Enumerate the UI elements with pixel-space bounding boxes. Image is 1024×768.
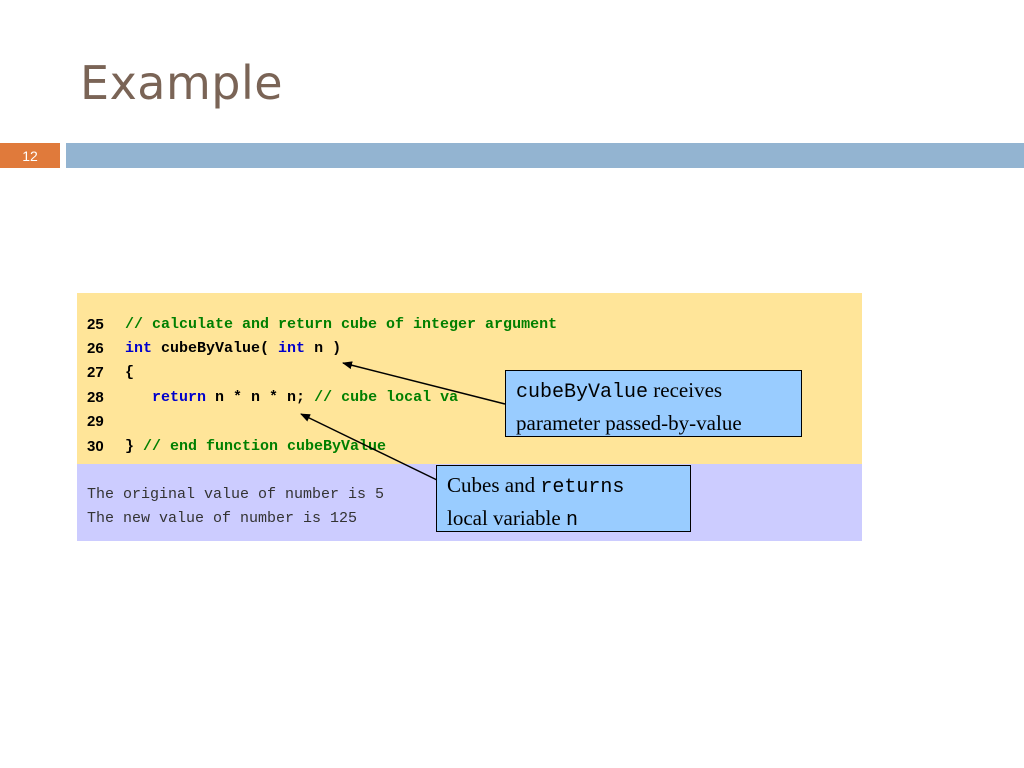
slide-title: Example (80, 56, 284, 110)
arrow-to-return (300, 413, 438, 481)
code-keyword: return (152, 389, 207, 406)
output-line: The new value of number is 125 (87, 510, 358, 527)
line-number: 25 (87, 316, 104, 333)
callout-receives-parameter: cubeByValue receives parameter passed-by… (505, 370, 802, 437)
code-comment: // end function cubeByValue (143, 438, 387, 455)
code-text: n ) (305, 340, 342, 357)
page-number-badge: 12 (0, 143, 60, 168)
line-number: 30 (87, 438, 104, 455)
code-source: // calculate and return cube of integer … (125, 314, 557, 336)
callout-text: Cubes and (447, 473, 541, 497)
line-number: 29 (87, 413, 104, 430)
code-keyword: int (125, 340, 153, 357)
line-number: 28 (87, 389, 104, 406)
callout-code: cubeByValue (516, 381, 649, 404)
callout-text: parameter passed-by-value (516, 411, 742, 435)
callout-text: local variable (447, 506, 566, 530)
callout-code: n (565, 509, 578, 532)
code-keyword: int (278, 340, 306, 357)
code-text: cubeByValue( (152, 340, 279, 357)
callout-text: receives (648, 378, 723, 402)
code-comment: // cube local va (314, 389, 459, 406)
callout-cubes-returns: Cubes and returns local variable n (436, 465, 691, 532)
code-text: { (125, 364, 135, 381)
output-line: The original value of number is 5 (87, 486, 385, 503)
code-text: } (125, 438, 144, 455)
arrow-to-parameter (342, 361, 506, 405)
title-divider-bar (66, 143, 1024, 168)
code-source: int cubeByValue( int n ) (125, 338, 341, 360)
code-source: { (125, 362, 134, 384)
code-source: } // end function cubeByValue (125, 436, 386, 458)
code-text: n * n * n; (206, 389, 315, 406)
callout-code: returns (540, 476, 625, 499)
line-number: 27 (87, 364, 104, 381)
line-number: 26 (87, 340, 104, 357)
code-source: return n * n * n; // cube local va (125, 387, 458, 409)
code-comment: // calculate and return cube of integer … (125, 316, 558, 333)
